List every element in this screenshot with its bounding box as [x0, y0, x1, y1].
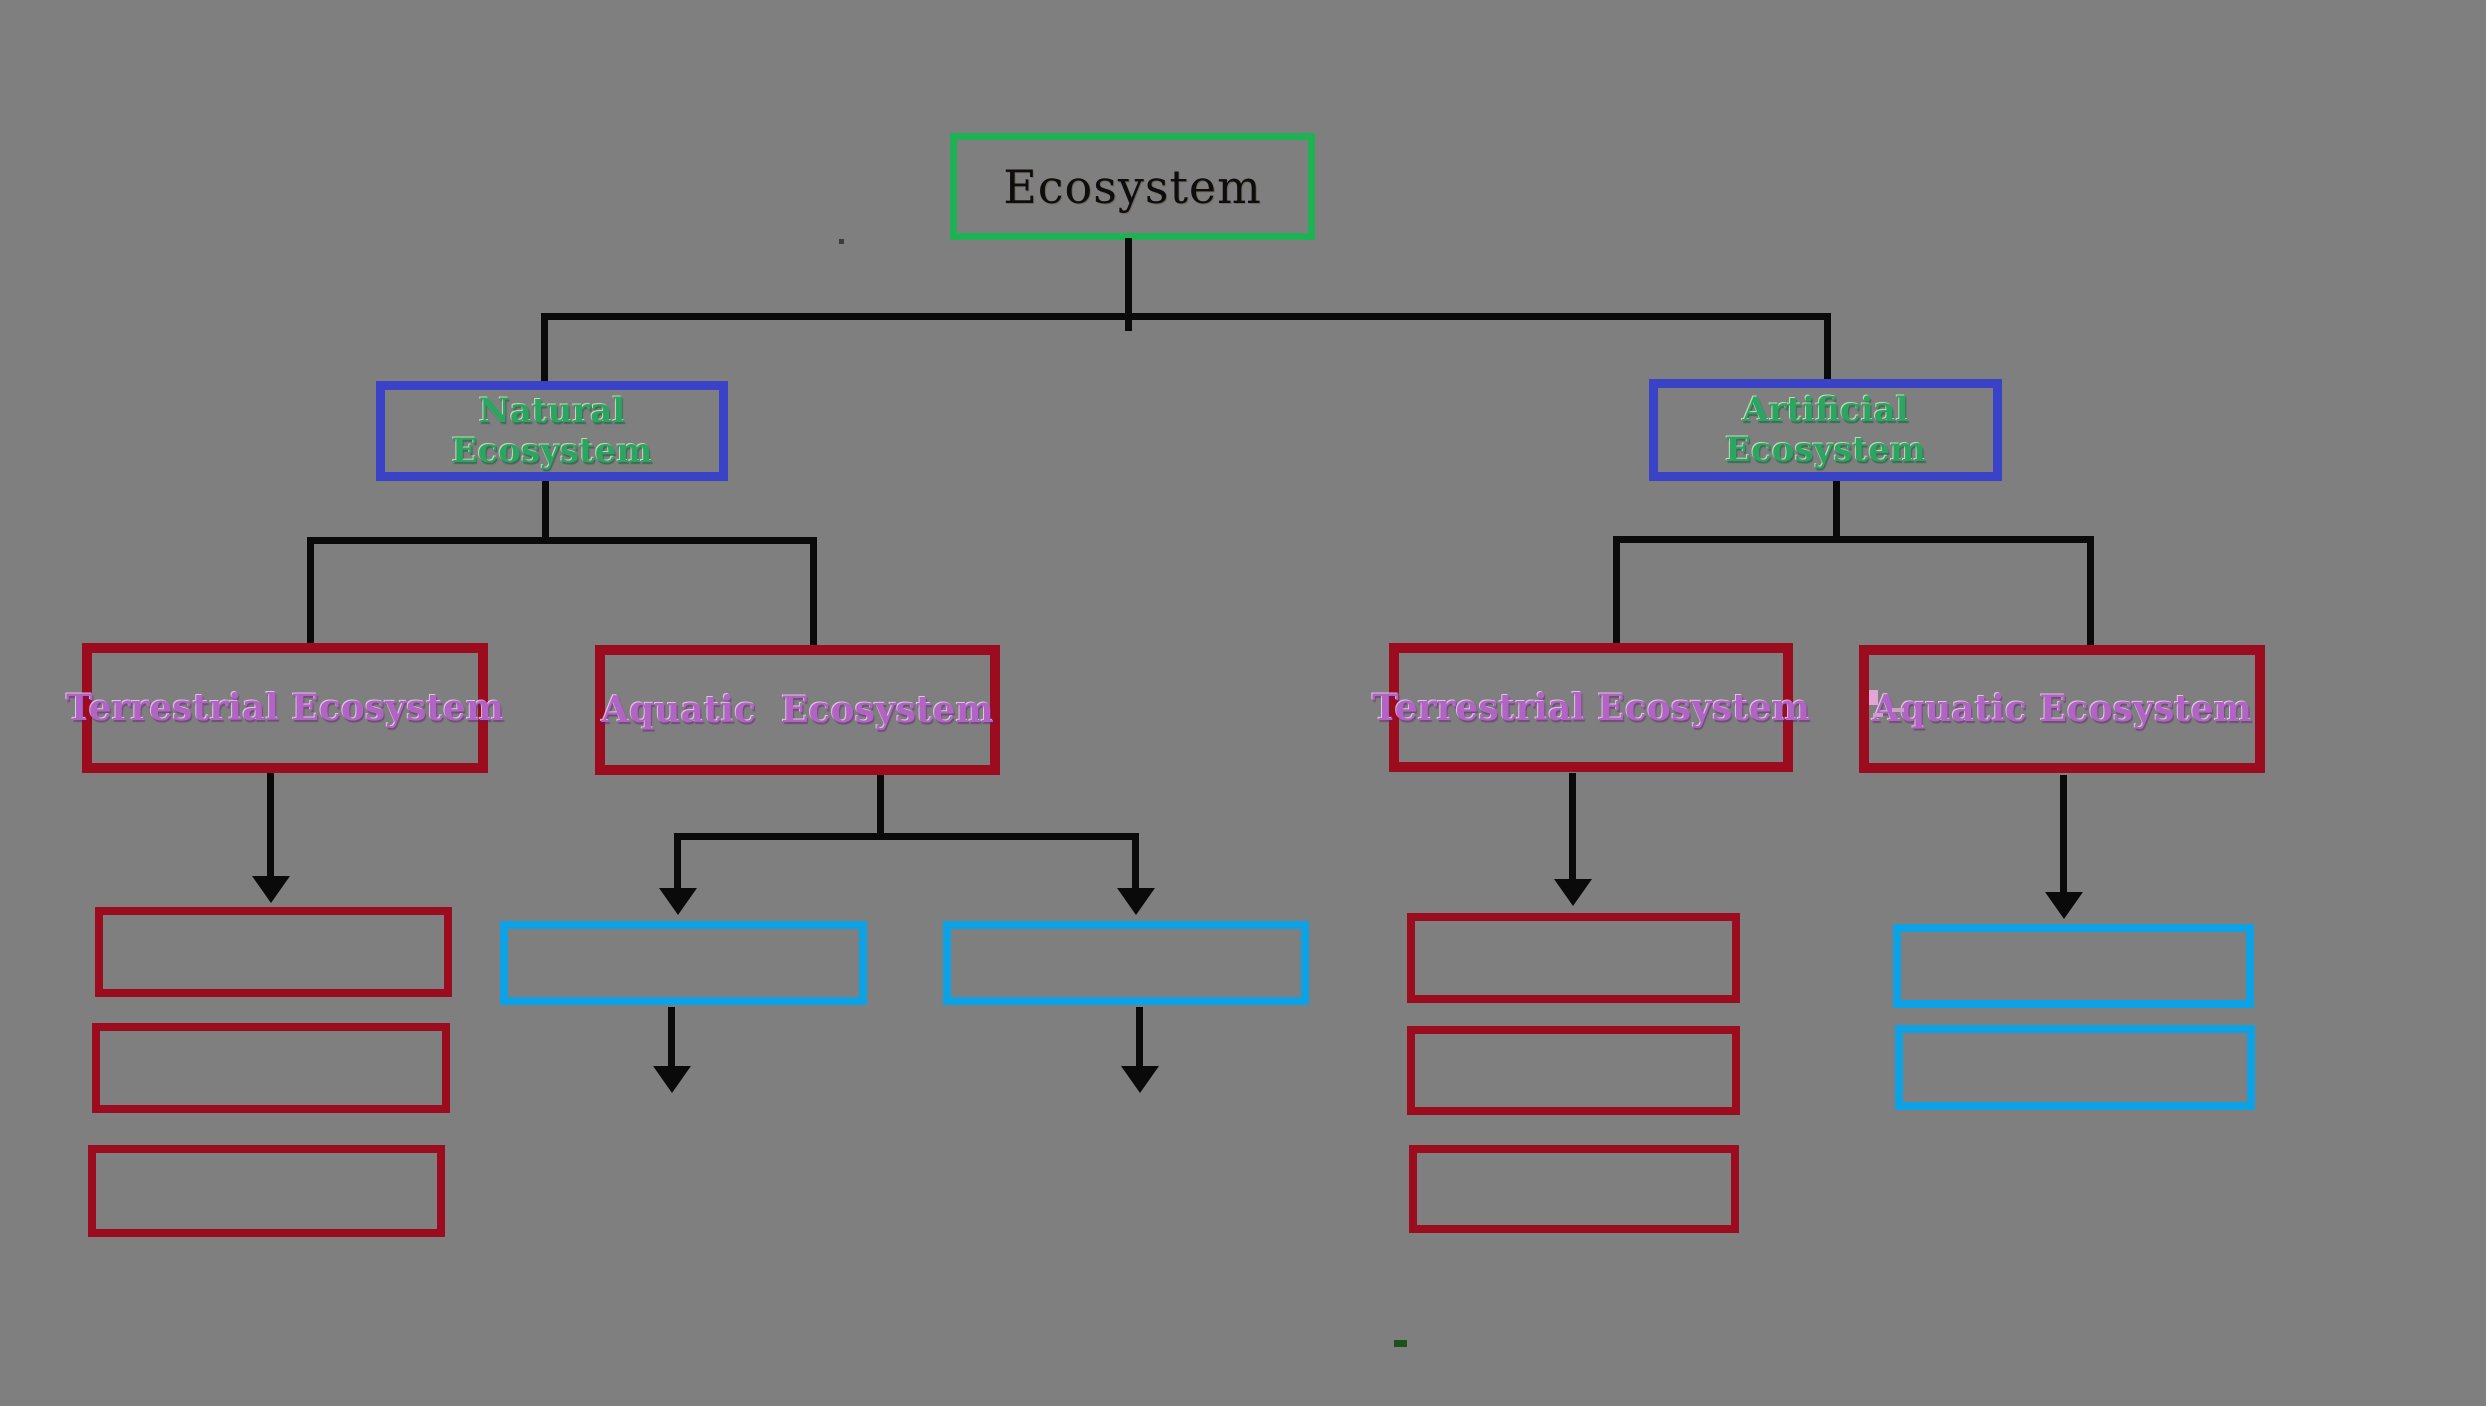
connector-drop-natural	[541, 313, 548, 383]
connector-drop-aquatic-natural	[810, 537, 817, 645]
node-natural-ecosystem: Natural Ecosystem	[376, 381, 728, 481]
connector-drop-aquatic-artificial	[2087, 536, 2094, 645]
connector-natural-horizontal	[307, 537, 817, 544]
empty-box-aquatic-natural-2	[943, 921, 1309, 1005]
arrow-aquatic-artificial-stem	[2060, 775, 2067, 893]
arrow-terrestrial-natural-stem	[267, 773, 274, 877]
arrow-terrestrial-artificial-head	[1554, 879, 1592, 906]
connector-drop-terrestrial-natural	[307, 537, 314, 643]
connector-artificial-horizontal	[1613, 536, 2094, 543]
empty-box-aquatic-artificial-1	[1893, 924, 2254, 1008]
arrow-aquatic-artificial-head	[2045, 892, 2083, 919]
arrow-terrestrial-natural-head	[252, 876, 290, 903]
node-aquatic-natural-label: Aquatic Ecosystem	[601, 689, 994, 731]
node-aquatic-artificial: Aquatic Ecosystem	[1859, 645, 2265, 773]
node-artificial-ecosystem: Artificial Ecosystem	[1649, 379, 2002, 481]
connector-artificial-stem	[1833, 481, 1840, 540]
arrow-below-cyan2-stem	[1136, 1007, 1143, 1067]
arrow-aquatic-natural-horizontal	[674, 833, 1139, 840]
empty-box-terrestrial-artificial-2	[1407, 1026, 1740, 1115]
empty-box-aquatic-natural-1	[500, 921, 867, 1005]
stray-green-dash-artifact	[1394, 1340, 1407, 1347]
arrow-below-cyan1-stem	[668, 1007, 675, 1067]
node-natural-ecosystem-label: Natural Ecosystem	[451, 391, 653, 471]
empty-box-terrestrial-natural-3	[88, 1145, 445, 1237]
node-aquatic-artificial-label: Aquatic Ecosystem	[1872, 688, 2252, 730]
node-terrestrial-natural: Terrestrial Ecosystem	[66, 643, 504, 773]
arrow-below-cyan2-head	[1121, 1066, 1159, 1093]
stray-pink-mark-artifact-1	[1869, 690, 1878, 705]
connector-natural-stem	[542, 481, 549, 543]
arrow-aquatic-natural-right-head	[1117, 888, 1155, 915]
node-artificial-ecosystem-label: Artificial Ecosystem	[1725, 390, 1926, 470]
node-ecosystem-label: Ecosystem	[1003, 159, 1262, 214]
empty-box-terrestrial-artificial-3	[1409, 1145, 1739, 1233]
node-terrestrial-natural-label: Terrestrial Ecosystem	[66, 687, 504, 729]
empty-box-aquatic-artificial-2	[1895, 1025, 2255, 1110]
arrow-terrestrial-artificial-stem	[1569, 773, 1576, 880]
stray-pink-mark-artifact-3	[1892, 708, 1904, 712]
arrow-aquatic-natural-left-head	[659, 888, 697, 915]
arrow-aquatic-natural-right-stem	[1132, 833, 1139, 889]
node-terrestrial-artificial-label: Terrestrial Ecosystem	[1372, 686, 1810, 729]
empty-box-terrestrial-natural-1	[95, 907, 452, 997]
arrow-aquatic-natural-left-stem	[674, 833, 681, 889]
node-aquatic-natural: Aquatic Ecosystem	[595, 645, 1000, 775]
arrow-aquatic-natural-stem	[877, 775, 884, 837]
empty-box-terrestrial-natural-2	[92, 1023, 450, 1113]
node-terrestrial-artificial: Terrestrial Ecosystem	[1372, 643, 1810, 772]
connector-drop-terrestrial-artificial	[1613, 536, 1620, 643]
stray-dot-artifact	[839, 239, 844, 244]
connector-root-stem-tail	[1125, 320, 1132, 331]
empty-box-terrestrial-artificial-1	[1407, 913, 1740, 1003]
stray-pink-mark-artifact-2	[1873, 713, 1883, 717]
connector-level1-horizontal	[541, 313, 1831, 320]
connector-drop-artificial	[1824, 313, 1831, 381]
arrow-below-cyan1-head	[653, 1066, 691, 1093]
connector-root-stem	[1125, 238, 1132, 320]
node-ecosystem: Ecosystem	[950, 133, 1315, 240]
